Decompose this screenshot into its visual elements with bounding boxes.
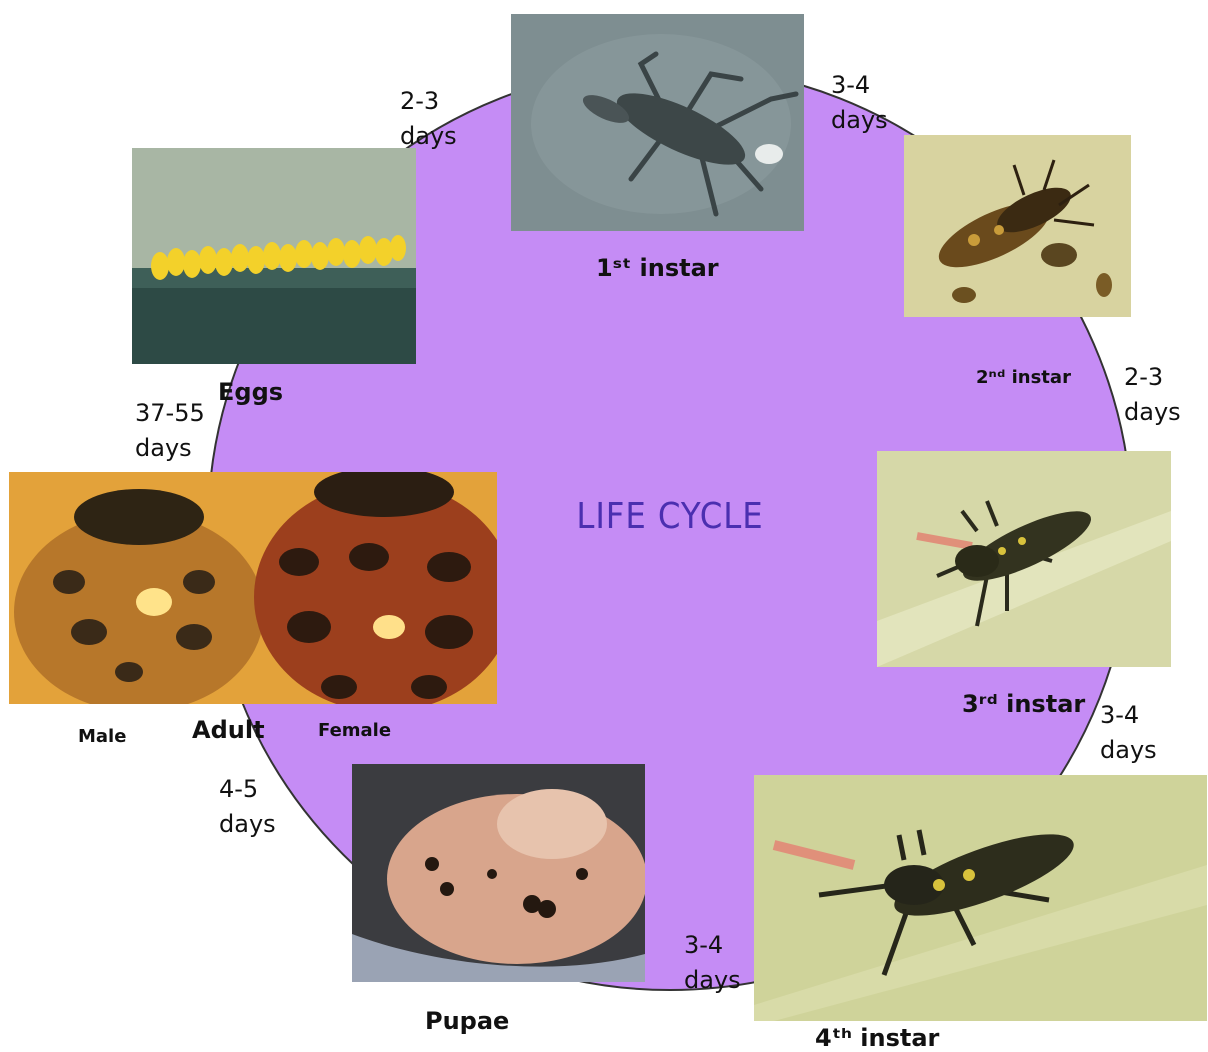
eggs-label: Eggs	[218, 380, 283, 405]
third-instar-photo	[877, 451, 1171, 667]
third-instar-label: 3ʳᵈ instar	[962, 692, 1085, 717]
fourth-instar-photo	[754, 775, 1207, 1021]
pupae-photo	[352, 764, 645, 982]
second-instar-label: 2ⁿᵈ instar	[976, 369, 1071, 388]
adult-photo	[9, 472, 497, 704]
adult-label: Adult	[192, 718, 265, 743]
fourth-instar-label: 4ᵗʰ instar	[815, 1026, 939, 1051]
pupae-label: Pupae	[425, 1009, 509, 1034]
female-label: Female	[318, 722, 391, 741]
eggs-photo	[132, 148, 416, 364]
first-instar-photo	[511, 14, 804, 231]
second-instar-photo	[904, 135, 1131, 317]
diagram-title: LIFE CYCLE	[571, 496, 769, 537]
first-instar-label: 1ˢᵗ instar	[596, 256, 719, 281]
male-label: Male	[78, 728, 126, 747]
